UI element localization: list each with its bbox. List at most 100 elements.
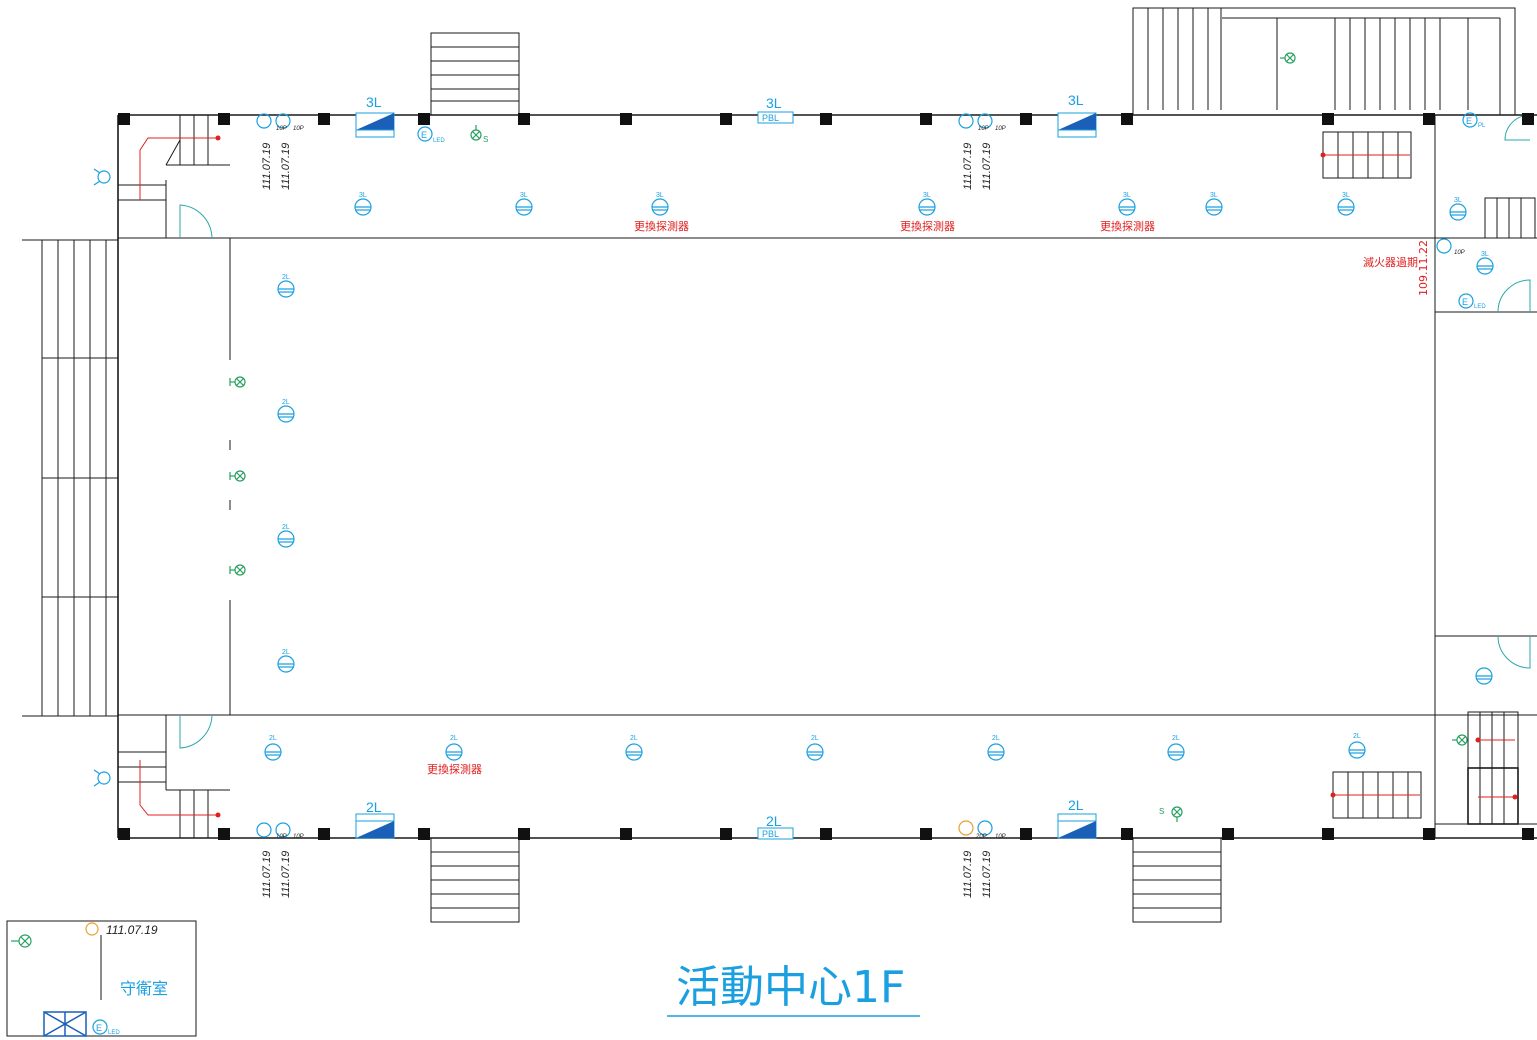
smoke-detector-icon — [229, 470, 246, 482]
top-stair-right — [1132, 7, 1516, 116]
svg-text:111.07.19: 111.07.19 — [261, 143, 273, 190]
svg-text:111.07.19: 111.07.19 — [962, 851, 974, 898]
smoke-detector-icon: S — [1159, 806, 1183, 822]
svg-text:2L: 2L — [269, 735, 277, 742]
svg-text:2L: 2L — [630, 735, 638, 742]
svg-text:3L: 3L — [1342, 192, 1350, 199]
svg-text:2L: 2L — [282, 274, 290, 281]
svg-text:111.07.19: 111.07.19 — [280, 143, 292, 190]
plan-title: 活動中心1F — [667, 962, 920, 1017]
svg-text:2L: 2L — [450, 735, 458, 742]
right-stairs — [1320, 114, 1536, 825]
svg-text:LED: LED — [433, 138, 445, 144]
svg-text:10P: 10P — [995, 834, 1006, 840]
fire-extinguisher-icon — [85, 922, 99, 936]
emergency-light-icon: 3L — [1205, 192, 1223, 216]
svg-text:2L: 2L — [766, 813, 782, 829]
bottom-stair-left — [430, 837, 520, 923]
bell-icon — [93, 769, 111, 787]
emergency-light-icon: 3L — [354, 192, 372, 216]
guard-room-date: 111.07.19 — [106, 923, 158, 937]
svg-text:111.07.19: 111.07.19 — [962, 143, 974, 190]
svg-text:3L: 3L — [656, 192, 664, 199]
svg-text:10P: 10P — [1454, 250, 1465, 256]
svg-text:10P: 10P — [978, 126, 989, 132]
emergency-light-icon: 3L — [1118, 192, 1136, 216]
exit-sign-icon: E PL — [1462, 112, 1486, 129]
emergency-lights-left: 2L 2L 2L 2L — [277, 274, 1493, 685]
smoke-detectors: S S — [229, 52, 1468, 822]
svg-text:2L: 2L — [282, 399, 290, 406]
svg-text:更換探測器: 更換探測器 — [1100, 219, 1155, 233]
svg-text:3L: 3L — [366, 94, 382, 110]
left-entrance-stairs — [41, 240, 118, 716]
svg-text:3L: 3L — [1068, 92, 1084, 108]
svg-text:111.07.19: 111.07.19 — [981, 851, 993, 898]
svg-text:109.11.22: 109.11.22 — [1417, 240, 1430, 296]
bottom-stair-right — [1132, 837, 1222, 923]
fire-extinguisher-icon: 10P 10P — [256, 822, 304, 840]
svg-text:3L: 3L — [923, 192, 931, 199]
svg-text:更換探測器: 更換探測器 — [634, 219, 689, 233]
svg-text:活動中心1F: 活動中心1F — [676, 962, 905, 1013]
emergency-light-icon — [1475, 667, 1493, 685]
exit-sign-icon: E LED — [417, 126, 445, 144]
fire-extinguisher-icon: 10P — [1436, 238, 1465, 256]
svg-text:更換探測器: 更換探測器 — [427, 762, 482, 776]
emergency-light-icon: 2L — [264, 735, 282, 761]
svg-text:3L: 3L — [766, 95, 782, 111]
svg-text:2L: 2L — [811, 735, 819, 742]
corner-stair-bottom-left — [118, 714, 230, 838]
building-walls — [22, 114, 1537, 839]
svg-text:2L: 2L — [1172, 735, 1180, 742]
smoke-detector-icon — [1280, 52, 1296, 64]
smoke-detector-icon — [229, 564, 246, 576]
svg-text:111.07.19: 111.07.19 — [981, 143, 993, 190]
emergency-light-icon: 2L — [277, 274, 295, 298]
svg-text:LED: LED — [108, 1030, 120, 1036]
emergency-lights-bottom: 2L 2L 2L 2L 2L 2L 2L — [264, 733, 1366, 761]
emergency-light-icon: 2L — [277, 524, 295, 548]
smoke-detector-icon — [11, 934, 32, 948]
columns — [118, 113, 1534, 840]
svg-text:10P: 10P — [276, 834, 287, 840]
emergency-light-icon: 3L — [651, 192, 669, 216]
emergency-light-icon: 2L — [987, 735, 1005, 761]
emergency-light-icon: 3L — [1337, 192, 1355, 216]
annotations: 更換探測器 更換探測器 更換探測器 更換探測器 滅火器過期 109.11.22 — [427, 219, 1430, 776]
svg-text:3L: 3L — [520, 192, 528, 199]
emergency-light-icon: 2L — [806, 735, 824, 761]
emergency-light-icon: 3L — [1476, 251, 1494, 275]
svg-text:2L: 2L — [282, 649, 290, 656]
svg-text:10P: 10P — [276, 126, 287, 132]
emergency-light-icon: 2L — [1167, 735, 1185, 761]
alarm-panel-bottom-left: 2L — [355, 799, 395, 839]
alarm-panel-bottom-right: 2L — [1057, 797, 1097, 839]
svg-text:3L: 3L — [1123, 192, 1131, 199]
emergency-light-icon: 3L — [918, 192, 936, 216]
svg-text:E: E — [1466, 116, 1472, 126]
emergency-light-icon: 3L — [1449, 197, 1467, 221]
svg-text:滅火器過期: 滅火器過期 — [1363, 256, 1418, 269]
svg-text:3L: 3L — [359, 192, 367, 199]
alarm-panel-icon — [43, 1011, 87, 1037]
exit-signs: E LED E PL E LED — [417, 112, 1486, 310]
svg-text:3L: 3L — [1481, 251, 1489, 258]
emergency-light-icon: 3L — [515, 192, 533, 216]
svg-text:E: E — [421, 130, 427, 140]
smoke-detector-icon — [1452, 734, 1468, 746]
smoke-detector-icon — [229, 376, 246, 388]
svg-text:S: S — [483, 135, 488, 144]
svg-text:PL: PL — [1478, 123, 1486, 129]
svg-text:111.07.19: 111.07.19 — [280, 851, 292, 898]
svg-text:LED: LED — [1474, 304, 1486, 310]
emergency-lights-top: 3L 3L 3L 3L 3L 3L 3L 3L 3L — [354, 192, 1494, 275]
svg-text:2L: 2L — [366, 799, 382, 815]
svg-text:10P: 10P — [293, 834, 304, 840]
alarm-panel-top-left: 3L — [355, 94, 395, 138]
bell-icon — [93, 168, 111, 186]
